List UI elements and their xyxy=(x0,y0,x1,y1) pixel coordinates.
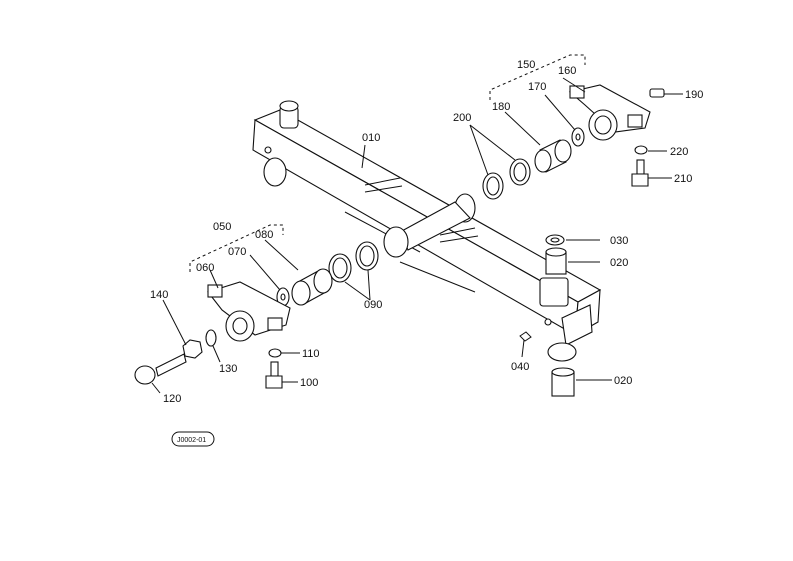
washer-070 xyxy=(276,287,290,307)
label-060: 060 xyxy=(196,262,214,274)
washer-220 xyxy=(634,145,648,155)
bolt-120 xyxy=(134,353,187,385)
washer-130 xyxy=(205,329,217,347)
label-040: 040 xyxy=(511,361,529,373)
assembly-bracket-050 xyxy=(189,224,284,272)
label-190: 190 xyxy=(685,89,703,101)
label-170: 170 xyxy=(528,81,546,93)
bolt-190 xyxy=(649,88,665,98)
bushing-020-upper xyxy=(545,247,567,275)
label-020-upper: 020 xyxy=(610,257,628,269)
bushing-030 xyxy=(545,234,565,246)
label-090: 090 xyxy=(364,299,382,311)
label-080: 080 xyxy=(255,229,273,241)
label-210: 210 xyxy=(674,173,692,185)
washer-110 xyxy=(268,348,282,358)
grease-nipple-040 xyxy=(519,331,532,342)
bracket-160 xyxy=(568,84,651,141)
bushing-020-lower xyxy=(551,367,575,397)
label-010: 010 xyxy=(362,132,380,144)
figure-code-badge: J0002-01 xyxy=(171,431,215,447)
bolt-100 xyxy=(265,361,283,389)
label-100: 100 xyxy=(300,377,318,389)
label-020-lower: 020 xyxy=(614,375,632,387)
front-axle-beam xyxy=(252,100,602,362)
bushing-180 xyxy=(534,139,572,173)
washer-170 xyxy=(571,127,585,147)
label-140: 140 xyxy=(150,289,168,301)
label-200: 200 xyxy=(453,112,471,124)
rings-200 xyxy=(482,158,531,200)
figure-code: J0002-01 xyxy=(177,437,206,444)
label-180: 180 xyxy=(492,101,510,113)
label-050: 050 xyxy=(213,221,231,233)
label-070: 070 xyxy=(228,246,246,258)
nut-140 xyxy=(182,339,203,359)
rings-090 xyxy=(328,241,379,283)
label-110: 110 xyxy=(302,348,320,360)
leader-lines xyxy=(151,77,683,394)
bushing-080 xyxy=(291,268,333,306)
label-220: 220 xyxy=(670,146,688,158)
label-160: 160 xyxy=(558,65,576,77)
label-120: 120 xyxy=(163,393,181,405)
assembly-bracket-150 xyxy=(489,54,586,100)
label-150: 150 xyxy=(517,59,535,71)
label-130: 130 xyxy=(219,363,237,375)
bracket-060 xyxy=(207,281,291,342)
bolt-210 xyxy=(631,159,649,187)
label-030: 030 xyxy=(610,235,628,247)
